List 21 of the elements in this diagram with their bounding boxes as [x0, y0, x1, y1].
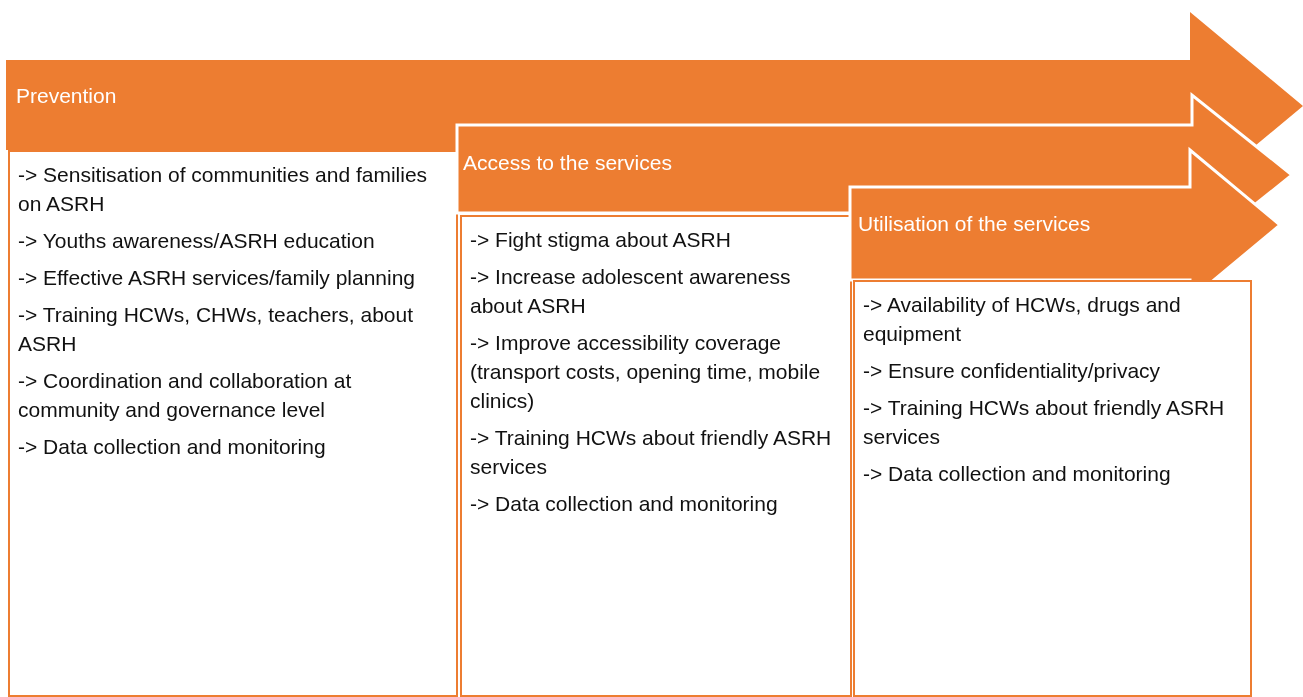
- stage-title: Access to the services: [463, 151, 672, 175]
- list-item: -> Fight stigma about ASRH: [470, 227, 732, 253]
- list-box: [8, 150, 458, 697]
- list-item: -> Improve accessibility coverage (transport costs, opening time, mobile clinics): [470, 330, 822, 414]
- list-item: -> Youths awareness/ASRH education: [18, 228, 376, 254]
- list-item: -> Training HCWs about friendly ASRH services: [470, 425, 833, 480]
- list-item: -> Training HCWs, CHWs, teachers, about ASRH: [18, 302, 415, 357]
- list-box: [853, 280, 1252, 697]
- list-item: -> Availability of HCWs, drugs and equipment: [863, 292, 1182, 347]
- list-item: -> Training HCWs about friendly ASRH services: [863, 395, 1226, 450]
- list-item: -> Increase adolescent awareness about ASRH: [470, 264, 792, 319]
- list-item: -> Sensitisation of communities and families on ASRH: [18, 162, 429, 217]
- list-item: -> Data collection and monitoring: [863, 461, 1172, 487]
- list-item: -> Effective ASRH services/family planning: [18, 265, 417, 291]
- list-item: -> Ensure confidentiality/privacy: [863, 358, 1162, 384]
- list-item: -> Data collection and monitoring: [470, 491, 779, 517]
- list-item: -> Data collection and monitoring: [18, 434, 327, 460]
- stage-title: Utilisation of the services: [858, 212, 1091, 236]
- stage-title: Prevention: [16, 84, 117, 108]
- list-item: -> Coordination and collaboration at community and governance level: [18, 368, 353, 423]
- list-box: [460, 215, 852, 697]
